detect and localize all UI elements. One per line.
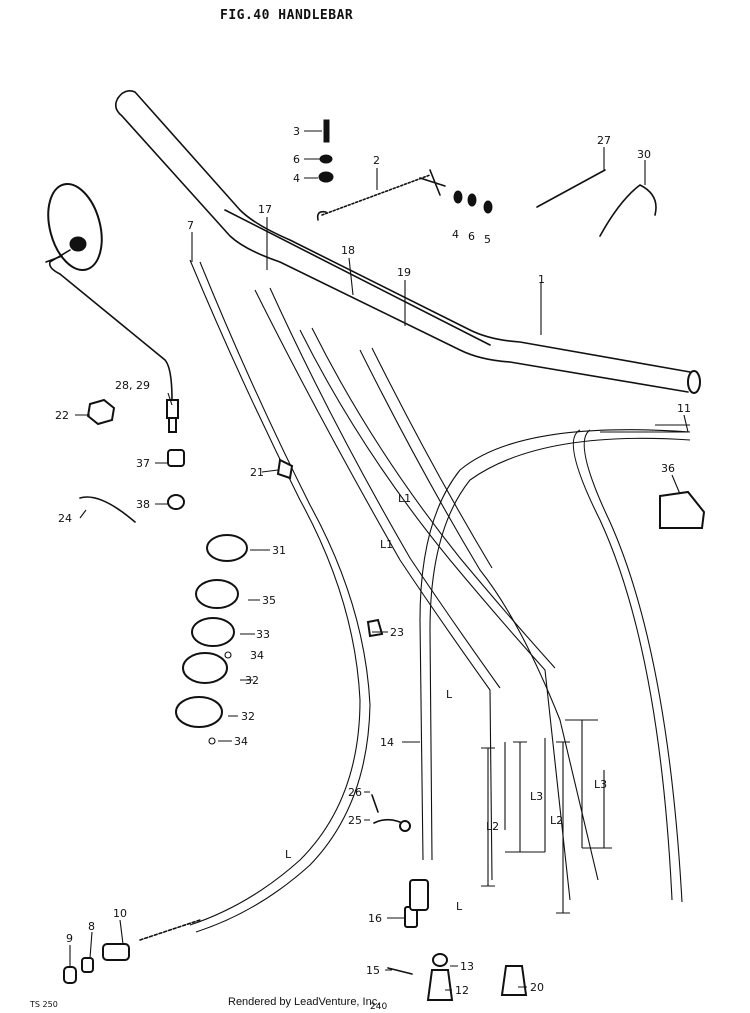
callout-34-b: 34 — [234, 735, 248, 748]
callout-4: 4 — [293, 172, 300, 185]
cable-adjuster-assembly — [316, 119, 493, 221]
callout-21: 21 — [250, 466, 264, 479]
callout-16: 16 — [368, 912, 382, 925]
callout-labels: 1 2 3 6 4 4 6 5 27 30 7 17 18 19 11 36 2… — [55, 125, 691, 997]
dim-L3-b: L3 — [594, 778, 607, 791]
callout-12: 12 — [455, 984, 469, 997]
dim-L3-a: L3 — [530, 790, 543, 803]
callout-1: 1 — [538, 273, 545, 286]
dim-L2-a: L2 — [486, 820, 499, 833]
callout-32: 32 — [245, 674, 259, 687]
callout-31: 31 — [272, 544, 286, 557]
callout-26: 26 — [348, 786, 362, 799]
callout-leaders — [69, 130, 689, 991]
dim-L1-b: L1 — [380, 538, 393, 551]
figure-title: FIG.40 HANDLEBAR — [220, 8, 354, 23]
callout-9: 9 — [66, 932, 73, 945]
left-side-parts — [79, 398, 384, 745]
callout-7: 7 — [187, 219, 194, 232]
callout-23: 23 — [390, 626, 404, 639]
callout-10: 10 — [113, 907, 127, 920]
callout-18: 18 — [341, 244, 355, 257]
callout-2: 2 — [373, 154, 380, 167]
handlebar — [114, 90, 701, 394]
control-cables — [139, 259, 691, 941]
callout-32-b: 32 — [241, 710, 255, 723]
callout-34: 34 — [250, 649, 264, 662]
callout-8: 8 — [88, 920, 95, 933]
callout-6: 6 — [293, 153, 300, 166]
callout-19: 19 — [397, 266, 411, 279]
callout-4-b: 4 — [452, 228, 459, 241]
page-number: 240 — [370, 1002, 388, 1012]
dim-L2-b: L2 — [550, 814, 563, 827]
callout-3: 3 — [293, 125, 300, 138]
callout-15: 15 — [366, 964, 380, 977]
dimension-labels: L1 L1 L2 L2 L3 L3 L L L — [285, 492, 607, 913]
dim-L-a: L — [446, 688, 453, 701]
callout-24: 24 — [58, 512, 72, 525]
callout-28-29: 28, 29 — [115, 379, 150, 392]
callout-38: 38 — [136, 498, 150, 511]
rubber-boot — [659, 490, 706, 529]
callout-33: 33 — [256, 628, 270, 641]
corner-code: TS 250 — [30, 1000, 58, 1009]
handlebar-exploded-view: 1 2 3 6 4 4 6 5 27 30 7 17 18 19 11 36 2… — [45, 90, 706, 1001]
render-credit: Rendered by LeadVenture, Inc. — [228, 996, 381, 1008]
callout-22: 22 — [55, 409, 69, 422]
callout-6-b: 6 — [468, 230, 475, 243]
callout-36: 36 — [661, 462, 675, 475]
callout-14: 14 — [380, 736, 394, 749]
dim-L1-a: L1 — [398, 492, 411, 505]
callout-25: 25 — [348, 814, 362, 827]
dim-L-c: L — [285, 848, 292, 861]
dim-L-b: L — [456, 900, 463, 913]
bottom-parts — [63, 794, 528, 1001]
callout-13: 13 — [460, 960, 474, 973]
switch-clamp-parts — [536, 169, 657, 237]
callout-5: 5 — [484, 233, 491, 246]
callout-30: 30 — [637, 148, 651, 161]
callout-11: 11 — [677, 402, 691, 415]
mirror — [45, 183, 179, 433]
callout-27: 27 — [597, 134, 611, 147]
callout-35: 35 — [262, 594, 276, 607]
dimension-marks — [481, 424, 690, 914]
callout-17: 17 — [258, 203, 272, 216]
callout-37: 37 — [136, 457, 150, 470]
callout-20: 20 — [530, 981, 544, 994]
